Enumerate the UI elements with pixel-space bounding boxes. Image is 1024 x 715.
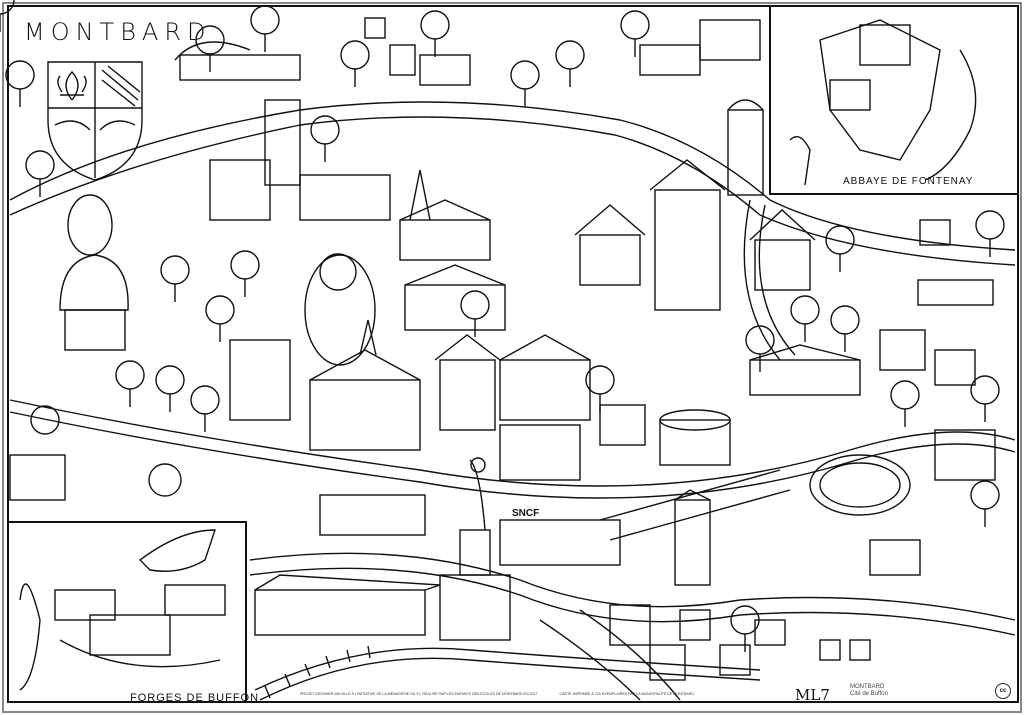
printing-text: CARTE IMPRIMÉE À 720 EXEMPLAIRES PAR LA … <box>559 692 694 696</box>
fontenay-abbey-inset <box>789 19 977 186</box>
signature: ML7 <box>795 686 830 704</box>
forges-inset <box>19 529 226 691</box>
credits-text: PROJET DESSINER MA VILLE À L'INITIATIVE … <box>300 692 538 696</box>
inset-label-fontenay: ABBAYE DE FONTENAY <box>843 176 974 187</box>
coat-of-arms <box>47 61 143 181</box>
inset-label-forges: FORGES DE BUFFON <box>130 692 260 704</box>
roads <box>9 101 1016 701</box>
logo-name: MONTBARD <box>850 684 885 690</box>
buildings <box>9 17 996 681</box>
station-label: SNCF <box>512 508 540 519</box>
statues <box>30 194 486 531</box>
railway <box>254 645 761 701</box>
map-title: MONTBARD <box>24 18 212 46</box>
logo-sub: Cité de Buffon <box>850 691 888 697</box>
footer-credits: PROJET DESSINER MA VILLE À L'INITIATIVE … <box>300 692 694 696</box>
cc-license-icon: cc <box>995 683 1011 699</box>
trees <box>0 0 1005 653</box>
